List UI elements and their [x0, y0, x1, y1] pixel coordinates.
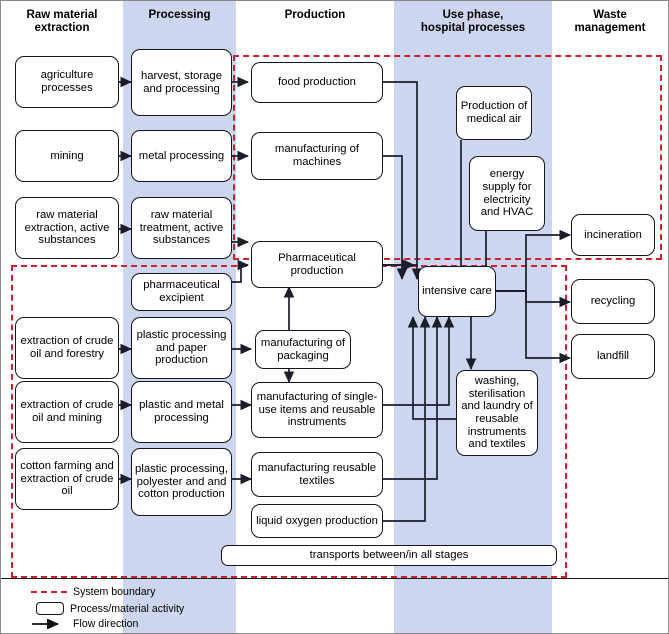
- legend-row-system-boundary: System boundary: [31, 586, 155, 598]
- legend-label-process-material-activity: Process/material activity: [70, 602, 185, 615]
- node-harvest-storage-processing[interactable]: harvest, storage and processing: [131, 49, 232, 116]
- node-manufacturing-machines[interactable]: manufacturing of machines: [251, 132, 383, 180]
- node-pharmaceutical-excipient[interactable]: pharmaceutical excipient: [131, 273, 232, 311]
- node-washing-sterilisation[interactable]: washing, sterilisation and laundry of re…: [456, 370, 538, 456]
- system-boundary-swatch-icon: [31, 591, 67, 593]
- node-energy-supply[interactable]: energy supply for electricity and HVAC: [469, 156, 545, 231]
- node-extraction-crude-oil-mining[interactable]: extraction of crude oil and mining: [15, 381, 119, 443]
- node-liquid-oxygen-production[interactable]: liquid oxygen production: [251, 504, 383, 538]
- node-single-use-items[interactable]: manufacturing of single-use items and re…: [251, 382, 383, 438]
- system-boundary-upper: [233, 55, 662, 260]
- legend-row-process-material-activity: Process/material activity: [36, 602, 184, 615]
- node-metal-processing[interactable]: metal processing: [131, 130, 232, 182]
- node-raw-material-extraction-active[interactable]: raw material extraction, active substanc…: [15, 197, 119, 259]
- node-mining[interactable]: mining: [15, 130, 119, 182]
- column-header-use-phase: Use phase,hospital processes: [420, 9, 526, 34]
- node-cotton-farming[interactable]: cotton farming and extraction of crude o…: [15, 448, 119, 510]
- legend-row-flow-direction: Flow direction: [31, 618, 138, 630]
- node-plastic-metal-processing[interactable]: plastic and metal processing: [131, 381, 232, 443]
- node-transports-all-stages[interactable]: transports between/in all stages: [221, 545, 557, 566]
- node-extraction-crude-oil-forestry[interactable]: extraction of crude oil and forestry: [15, 317, 119, 379]
- node-manufacturing-packaging[interactable]: manufacturing of packaging: [255, 330, 351, 369]
- node-production-medical-air[interactable]: Production of medical air: [456, 86, 532, 140]
- node-plastic-processing-paper[interactable]: plastic processing and paper production: [131, 317, 232, 379]
- node-intensive-care[interactable]: intensive care: [418, 266, 496, 317]
- node-reusable-textiles[interactable]: manufacturing reusable textiles: [251, 452, 383, 497]
- legend-label-system-boundary: System boundary: [73, 586, 156, 598]
- column-header-processing: Processing: [148, 9, 211, 21]
- node-recycling[interactable]: recycling: [571, 279, 655, 324]
- column-header-production: Production: [284, 9, 346, 21]
- legend: System boundary Process/material activit…: [1, 578, 668, 633]
- process-box-swatch-icon: [36, 602, 64, 615]
- legend-label-flow-direction: Flow direction: [73, 618, 139, 630]
- node-incineration[interactable]: incineration: [571, 214, 655, 256]
- node-agriculture-processes[interactable]: agriculture processes: [15, 56, 119, 108]
- legend-separator: [1, 578, 668, 579]
- node-pharmaceutical-production[interactable]: Pharmaceutical production: [251, 241, 383, 288]
- node-plastic-polyester-cotton[interactable]: plastic processing, polyester and and co…: [131, 448, 232, 516]
- node-food-production[interactable]: food production: [251, 62, 383, 103]
- node-raw-material-treatment-active[interactable]: raw material treatment, active substance…: [131, 197, 232, 259]
- node-landfill[interactable]: landfill: [571, 334, 655, 379]
- flow-arrow-swatch-icon: [31, 618, 67, 630]
